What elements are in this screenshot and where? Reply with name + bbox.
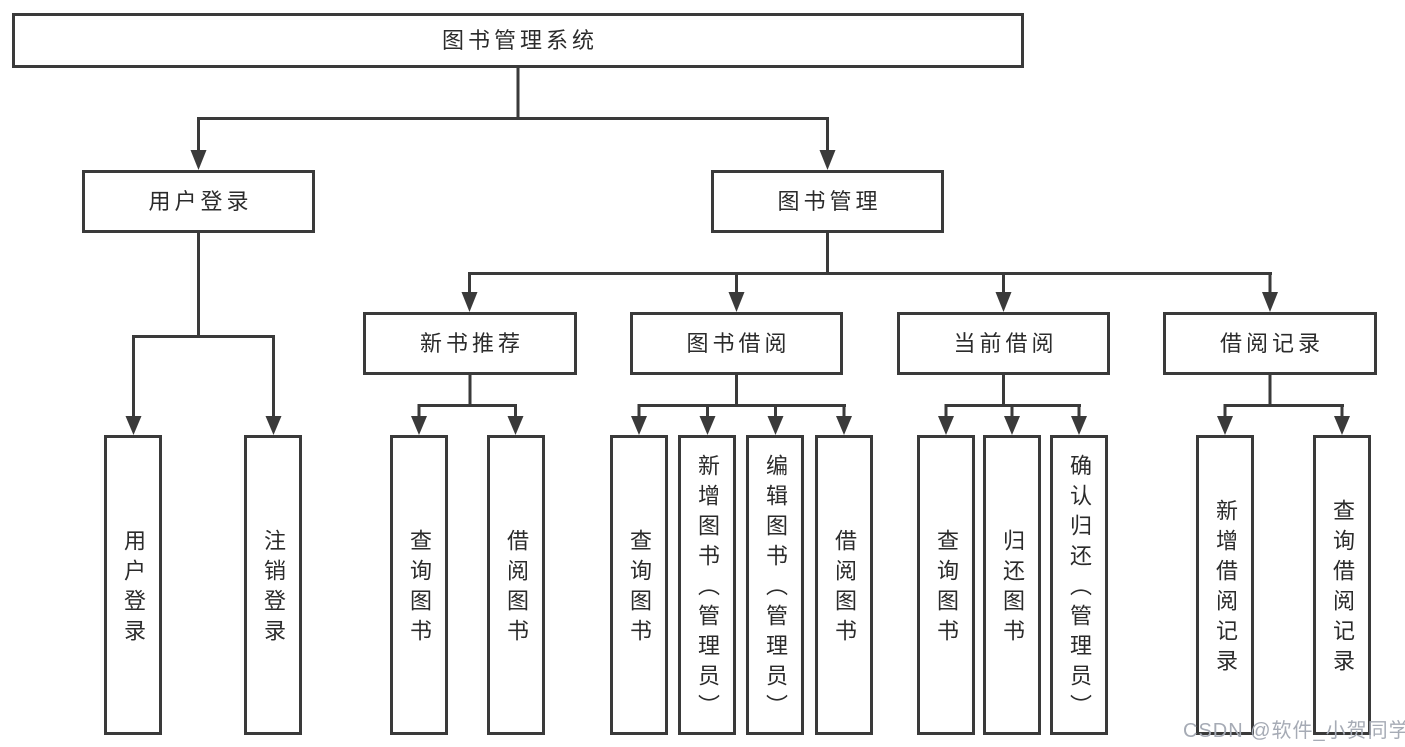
leaf-logout: 注销登录 bbox=[244, 435, 302, 735]
node-new-book-recommendation: 新书推荐 bbox=[363, 312, 577, 375]
leaf-add-borrow-record: 新增借阅记录 bbox=[1196, 435, 1254, 735]
node-label: 图书管理 bbox=[777, 188, 882, 214]
node-user-login-branch: 用户登录 bbox=[82, 170, 315, 233]
leaf-confirm-return-admin: 确认归还（管理员） bbox=[1050, 435, 1108, 735]
node-current-borrowing: 当前借阅 bbox=[897, 312, 1110, 375]
leaf-edit-books-admin: 编辑图书（管理员） bbox=[746, 435, 804, 735]
leaf-borrow-books: 借阅图书 bbox=[815, 435, 873, 735]
node-label: 归还图书 bbox=[1000, 529, 1025, 649]
node-label: 新增借阅记录 bbox=[1213, 499, 1238, 679]
node-label: 新增图书（管理员） bbox=[695, 454, 720, 724]
leaf-query-borrow-record: 查询借阅记录 bbox=[1313, 435, 1371, 735]
node-label: 确认归还（管理员） bbox=[1067, 454, 1092, 724]
node-label: 用户登录 bbox=[148, 188, 253, 214]
csdn-watermark: CSDN @软件_小贺同学 bbox=[1183, 720, 1405, 742]
node-label: 图书管理系统 bbox=[441, 27, 598, 53]
leaf-borrow-books-recommendation: 借阅图书 bbox=[487, 435, 545, 735]
node-book-management-branch: 图书管理 bbox=[711, 170, 944, 233]
node-label: 查询借阅记录 bbox=[1330, 499, 1355, 679]
node-label: 借阅图书 bbox=[832, 529, 857, 649]
node-root-library-management-system: 图书管理系统 bbox=[12, 13, 1024, 68]
leaf-return-books: 归还图书 bbox=[983, 435, 1041, 735]
leaf-query-books-recommendation: 查询图书 bbox=[390, 435, 448, 735]
node-label: 图书借阅 bbox=[686, 330, 791, 356]
node-label: 编辑图书（管理员） bbox=[763, 454, 788, 724]
node-label: 借阅记录 bbox=[1219, 330, 1324, 356]
node-label: 查询图书 bbox=[407, 529, 432, 649]
node-label: 用户登录 bbox=[121, 529, 146, 649]
node-borrowing-records: 借阅记录 bbox=[1163, 312, 1377, 375]
node-label: 新书推荐 bbox=[419, 330, 524, 356]
node-label: 当前借阅 bbox=[953, 330, 1058, 356]
node-book-borrowing: 图书借阅 bbox=[630, 312, 843, 375]
leaf-user-login: 用户登录 bbox=[104, 435, 162, 735]
node-label: 注销登录 bbox=[261, 529, 286, 649]
node-label: 查询图书 bbox=[627, 529, 652, 649]
node-label: 借阅图书 bbox=[504, 529, 529, 649]
leaf-add-books-admin: 新增图书（管理员） bbox=[678, 435, 736, 735]
node-label: 查询图书 bbox=[934, 529, 959, 649]
leaf-query-books-current: 查询图书 bbox=[917, 435, 975, 735]
leaf-query-books-borrowing: 查询图书 bbox=[610, 435, 668, 735]
